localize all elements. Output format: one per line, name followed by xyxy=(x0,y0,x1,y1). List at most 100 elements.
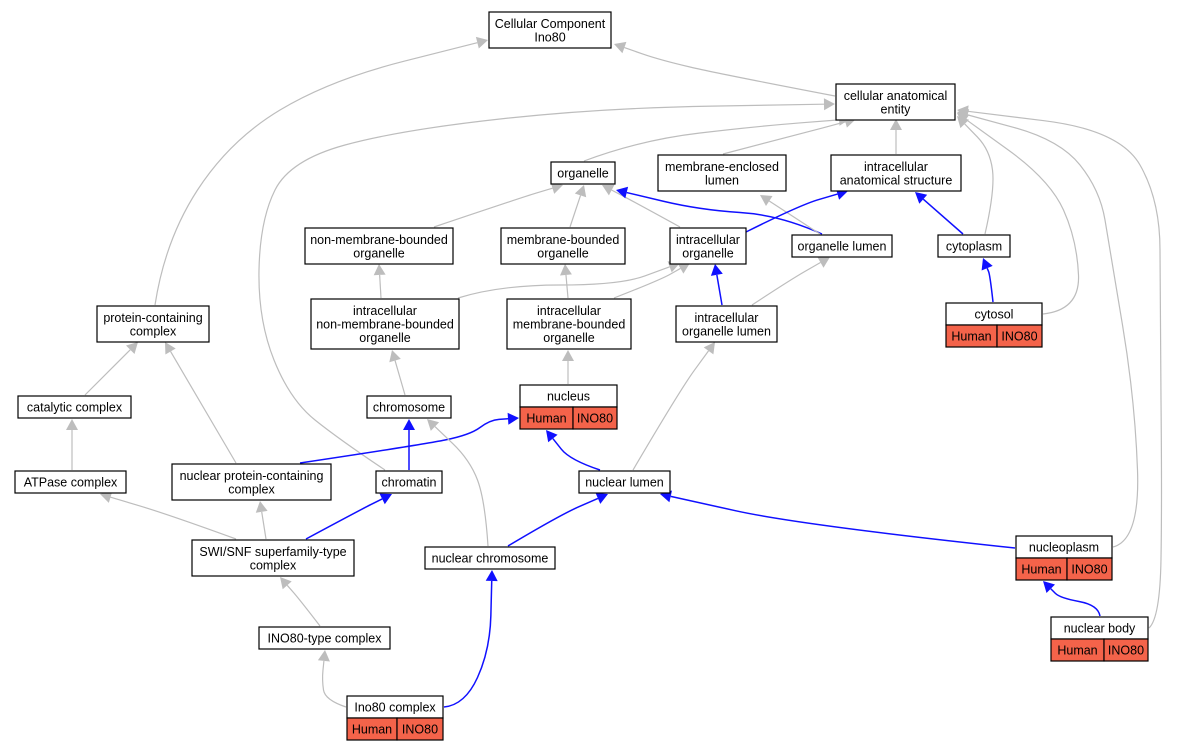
node-label: ATPase complex xyxy=(24,476,118,490)
node-label: complex xyxy=(130,324,177,338)
node-label: Cellular Component xyxy=(495,17,606,31)
node-label: intracellular xyxy=(864,160,928,174)
node-chromatin[interactable]: chromatin xyxy=(375,470,443,494)
edge-line xyxy=(261,511,267,540)
edge-line xyxy=(552,438,601,471)
node-box xyxy=(669,227,747,265)
edge-line xyxy=(624,47,836,97)
edge-line xyxy=(632,350,710,471)
edge-line xyxy=(434,426,489,547)
arrowhead xyxy=(403,419,415,430)
node-ino80t[interactable]: INO80-type complex xyxy=(258,626,391,650)
node-label: complex xyxy=(228,482,275,496)
edge-line xyxy=(305,498,383,540)
annotation-gene: INO80 xyxy=(1071,563,1107,577)
annotation-gene-cell xyxy=(1066,557,1113,581)
node-box xyxy=(171,463,332,501)
node-box xyxy=(657,154,787,192)
node-box xyxy=(578,470,671,494)
edge-nbody-to-cae xyxy=(957,105,1163,629)
node-label: organelle xyxy=(359,331,410,345)
edge-inmbo-to-nmbo xyxy=(373,264,386,299)
node-label: organelle lumen xyxy=(798,240,887,254)
node-cytoplasm[interactable]: cytoplasm xyxy=(937,234,1011,258)
node-chromosome[interactable]: chromosome xyxy=(366,395,452,419)
node-nchrom[interactable]: nuclear chromosome xyxy=(424,546,556,570)
edge-chromosome-to-inmbo xyxy=(389,350,406,396)
edge-line xyxy=(745,193,838,233)
edge-line xyxy=(583,119,840,162)
arrowhead xyxy=(595,492,608,504)
arrowhead xyxy=(890,119,902,130)
edge-iol-to-io xyxy=(710,264,723,306)
edge-iol-to-ol xyxy=(751,257,830,306)
edge-cytosol-to-cytoplasm xyxy=(981,258,994,303)
node-box xyxy=(310,298,460,350)
node-catc[interactable]: catalytic complex xyxy=(17,395,132,419)
node-label: cellular anatomical xyxy=(844,89,948,103)
annotation-gene: INO80 xyxy=(577,412,613,426)
annotation-gene: INO80 xyxy=(402,723,438,737)
node-label: membrane-enclosed xyxy=(665,160,779,174)
arrowhead xyxy=(957,105,969,118)
edge-line xyxy=(286,584,321,627)
edge-line xyxy=(965,118,1080,315)
node-nl[interactable]: nuclear lumen xyxy=(578,470,671,494)
node-atpase[interactable]: ATPase complex xyxy=(14,470,127,494)
node-box xyxy=(488,11,612,49)
node-inmbo[interactable]: intracellularnon-membrane-boundedorganel… xyxy=(310,298,460,350)
edge-line xyxy=(379,274,382,299)
edge-inmbo-to-io xyxy=(457,261,680,299)
node-label: non-membrane-bounded xyxy=(316,318,454,332)
arrowhead xyxy=(915,192,928,204)
edge-line xyxy=(565,274,569,299)
node-label: nuclear chromosome xyxy=(432,552,549,566)
node-label: intracellular xyxy=(695,311,759,325)
edge-line xyxy=(751,261,821,306)
edge-chromatin-to-cae xyxy=(258,98,835,471)
arrowhead xyxy=(165,342,176,355)
node-label: nucleoplasm xyxy=(1029,541,1099,555)
edge-line xyxy=(394,360,406,396)
node-ol[interactable]: organelle lumen xyxy=(791,234,893,258)
node-label: organelle xyxy=(353,246,404,260)
node-box xyxy=(375,470,443,494)
edge-line xyxy=(922,198,964,235)
edge-line xyxy=(443,580,493,708)
arrowhead xyxy=(255,501,268,513)
node-label: catalytic complex xyxy=(27,401,123,415)
node-label: organelle xyxy=(682,246,733,260)
edge-swisnf-to-npcc xyxy=(255,501,268,540)
node-organelle[interactable]: organelle xyxy=(550,161,616,185)
annotation-species: Human xyxy=(352,723,392,737)
node-box xyxy=(675,305,778,343)
node-box xyxy=(96,305,210,343)
node-label: Ino80 xyxy=(534,30,565,44)
edge-line xyxy=(433,187,553,228)
arrowhead xyxy=(485,570,498,582)
edge-line xyxy=(716,274,723,306)
arrowhead xyxy=(560,264,572,276)
arrowhead xyxy=(574,185,587,198)
arrowhead xyxy=(703,342,715,355)
edge-line xyxy=(321,660,347,708)
node-box xyxy=(835,83,956,121)
